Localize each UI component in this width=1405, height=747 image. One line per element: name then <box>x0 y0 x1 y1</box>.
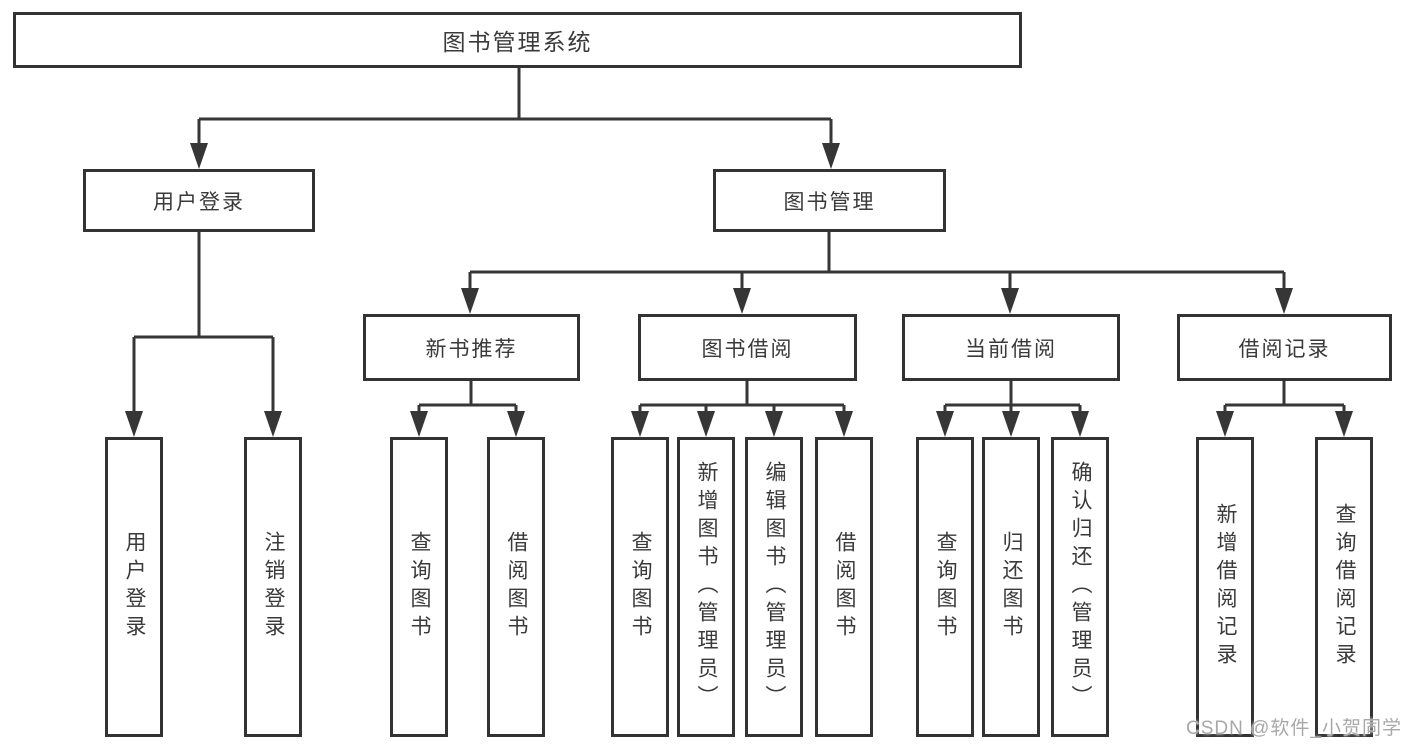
node-user-login: 用户登录 <box>83 169 315 232</box>
arrow-down-icon <box>697 411 715 437</box>
node-book-borrowing: 图书借阅 <box>638 314 857 381</box>
node-current-borrowing: 当前借阅 <box>902 314 1120 381</box>
node-new-book-recommendation: 新书推荐 <box>363 314 580 381</box>
stem-root-to-level2 <box>197 67 833 144</box>
arrow-down-icon <box>822 143 840 169</box>
leaf-borrow-books-recommend: 借阅图书 <box>487 437 545 737</box>
leaf-user-login: 用户登录 <box>105 437 163 737</box>
arrow-down-icon <box>125 411 143 437</box>
arrow-down-icon <box>936 411 954 437</box>
arrow-down-icon <box>765 411 783 437</box>
arrowhead-icons <box>125 143 1353 437</box>
arrow-down-icon <box>410 411 428 437</box>
leaf-add-book-admin: 新增图书（管理员） <box>677 437 735 737</box>
arrow-down-icon <box>461 288 479 314</box>
arrow-down-icon <box>1275 288 1293 314</box>
leaf-add-borrow-record: 新增借阅记录 <box>1196 437 1254 737</box>
node-borrowing-records: 借阅记录 <box>1177 314 1392 381</box>
leaf-query-borrow-record: 查询借阅记录 <box>1315 437 1373 737</box>
leaf-edit-book-admin: 编辑图书（管理员） <box>745 437 803 737</box>
leaf-return-books: 归还图书 <box>982 437 1040 737</box>
leaf-query-books-current: 查询图书 <box>916 437 974 737</box>
arrow-down-icon <box>835 411 853 437</box>
stem-book-borrowing-to-leaves <box>638 381 846 414</box>
leaf-query-books-borrowing: 查询图书 <box>611 437 669 737</box>
arrow-down-icon <box>1335 411 1353 437</box>
watermark: CSDN @软件_小贺同学 <box>1186 718 1402 739</box>
arrow-down-icon <box>190 143 208 169</box>
arrow-down-icon <box>1216 411 1234 437</box>
arrow-down-icon <box>1001 288 1019 314</box>
arrow-down-icon <box>631 411 649 437</box>
arrow-down-icon <box>1002 411 1020 437</box>
leaf-logout: 注销登录 <box>244 437 302 737</box>
stem-book-management-to-level3 <box>468 232 1286 291</box>
arrow-down-icon <box>264 411 282 437</box>
leaf-confirm-return-admin: 确认归还（管理员） <box>1051 437 1109 737</box>
node-book-management: 图书管理 <box>713 169 946 232</box>
arrow-down-icon <box>507 411 525 437</box>
leaf-borrow-books-borrowing: 借阅图书 <box>815 437 873 737</box>
connector-stems <box>132 67 1346 414</box>
stem-borrowing-records-to-leaves <box>1223 381 1346 414</box>
leaf-query-books-recommend: 查询图书 <box>390 437 448 737</box>
stem-new-book-recommendation-to-leaves <box>417 381 518 414</box>
node-library-management-system: 图书管理系统 <box>13 12 1022 68</box>
arrow-down-icon <box>1071 411 1089 437</box>
arrow-down-icon <box>733 288 751 314</box>
stem-current-borrowing-to-leaves <box>943 381 1082 414</box>
stem-user-login-to-leaves <box>132 232 275 414</box>
